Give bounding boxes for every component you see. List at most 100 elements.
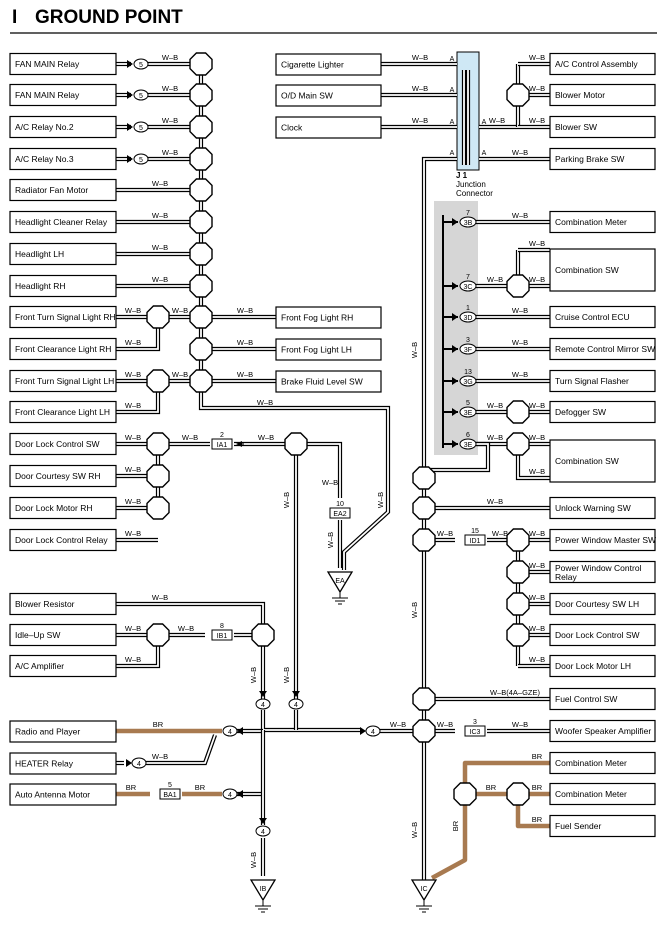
splice-node [284,432,308,456]
right-comp-8-label: Turn Signal Flasher [555,376,629,386]
connector-arrow [237,727,243,735]
wire-core [296,443,341,498]
wire-label: W–B [125,306,141,315]
splice-node [412,496,436,520]
right-comp-21-label: Fuel Sender [555,821,601,831]
mid-comp-0-box [275,53,382,76]
ground-triangle [326,571,354,594]
connector-code: IC3 [470,729,481,736]
pin-number: 4 [261,829,265,836]
wire-core [146,734,216,764]
splice-node [189,52,213,76]
wire-label: W–B [529,433,545,442]
wire-label: W–B [162,53,178,62]
splice-node [189,305,213,329]
pin-number: 5 [139,157,143,164]
connector-code: IA1 [217,442,228,449]
mid-comp-5-box [275,370,382,393]
wire-label: W–B [162,116,178,125]
connector-box [211,438,233,450]
pin-number: 7 [466,274,470,281]
pin-connector [459,343,477,355]
left-comp-15-label: Door Lock Control Relay [15,535,108,545]
wire-label: W–B [172,370,188,379]
wire-label: BR [532,783,543,792]
splice-node [146,369,170,393]
splice-node [189,369,213,393]
left-comp-14-box [9,496,117,520]
splice-node [506,274,530,298]
splice-node [189,115,213,139]
pin-number: 5 [139,93,143,100]
splice-node [412,466,436,490]
pin-number: 4 [294,702,298,709]
wire-label: W–B [529,239,545,248]
right-comp-7-label: Remote Control Mirror SW [555,344,655,354]
pin-number: 4 [137,761,141,768]
pin-number: 4 [228,729,232,736]
pin-connector [255,698,271,710]
left-comp-3-label: A/C Relay No.3 [15,154,74,164]
right-comp-5-box [549,248,656,292]
pin-connector [459,375,477,387]
pin-number: 3 [466,337,470,344]
pin-number: 5 [139,62,143,69]
left-comp-17-box [9,623,117,647]
splice-node [189,242,213,266]
right-comp-9-label: Defogger SW [555,407,606,417]
right-comp-0-label: A/C Control Assembly [555,59,638,69]
connector-pin-number: 3 [473,719,477,726]
splice-node [506,623,530,647]
pin-code: 3C [464,284,473,291]
wire-label: W–B [152,593,168,602]
wire-core [262,710,360,731]
right-comp-11-box [549,496,656,520]
splice-node [506,560,530,584]
splice-node [146,464,170,488]
left-comp-2-box [9,115,117,139]
wire-label: W–B [512,338,528,347]
wire-label-vertical: W–B [410,822,419,838]
pin-number: 4 [228,792,232,799]
mid-comp-2-label: Clock [281,123,303,133]
wire [260,710,360,733]
wire-label-vertical: W–B [410,342,419,358]
right-comp-3-box [549,147,656,171]
pin-connector [459,311,477,323]
wire-label: W–B [125,655,141,664]
wire-label: BR [195,783,206,792]
wire-label: W–B [529,116,545,125]
wire-label: W–B [172,306,188,315]
wire-core [116,603,264,700]
pin-arrow [452,345,458,353]
left-comp-17-label: Idle–Up SW [15,630,60,640]
connector-pin-number: 2 [220,432,224,439]
splice-nodes [146,52,530,806]
wire-core [424,443,489,471]
wire-label: W–B [529,401,545,410]
pin-number: 4 [371,729,375,736]
ground-label: IB [260,886,267,893]
left-comp-16-box [9,592,117,616]
pin-number: 5 [139,125,143,132]
wire-label: BR [532,815,543,824]
left-comp-19-label: Radio and Player [15,727,80,737]
splice-node [146,623,170,647]
left-comp-15-box [9,528,117,552]
connector-pin-number: 10 [336,501,344,508]
wire-label: BR [532,752,543,761]
junction-pin-a: A [450,87,455,94]
wire-label: W–B [412,53,428,62]
splice-node [506,400,530,424]
pin-code: 3E [464,410,473,417]
ground-label: IC [421,886,428,893]
junction-pin-a: A [482,150,487,157]
left-comp-11-label: Front Clearance Light LH [15,407,110,417]
pin-connector [288,698,304,710]
left-comp-3-box [9,147,117,171]
wire-label: W–B [258,433,274,442]
wire-label: W–B [412,116,428,125]
connector-arrow [127,60,133,68]
splice-node [146,496,170,520]
